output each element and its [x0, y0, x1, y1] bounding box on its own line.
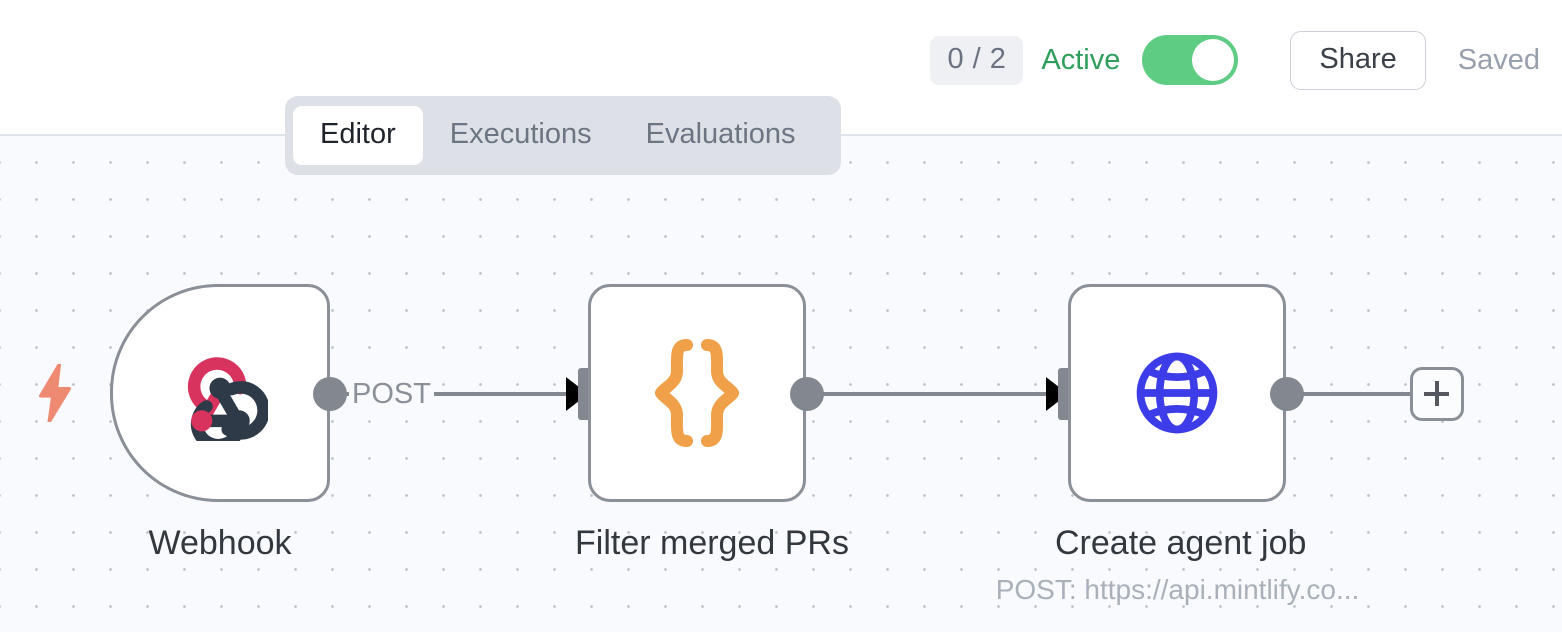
- saved-status-label: Saved: [1457, 43, 1540, 76]
- node-http-label: Create agent job: [1055, 524, 1307, 562]
- edge-filter-http[interactable]: [822, 392, 1054, 396]
- node-http-sublabel: POST: https://api.mintlify.co...: [995, 574, 1360, 605]
- header-actions: 0 / 2 Active Share Saved: [930, 0, 1540, 120]
- curly-braces-icon: [655, 339, 739, 447]
- toggle-knob: [1192, 39, 1235, 81]
- active-status-label: Active: [1041, 43, 1121, 76]
- tab-executions[interactable]: Executions: [449, 118, 592, 150]
- tab-editor[interactable]: Editor: [293, 106, 423, 165]
- node-http-body: [1071, 287, 1283, 499]
- node-filter-output-port[interactable]: [790, 377, 824, 411]
- node-filter-label: Filter merged PRs: [575, 524, 849, 562]
- node-webhook-label: Webhook: [148, 524, 292, 562]
- run-count-badge: 0 / 2: [930, 35, 1024, 85]
- lightning-bolt-icon: [38, 362, 72, 424]
- edge-http-add: [1302, 392, 1412, 396]
- node-http-output-port[interactable]: [1270, 377, 1304, 411]
- node-filter[interactable]: [588, 284, 806, 502]
- node-webhook[interactable]: [110, 284, 330, 502]
- node-http-request[interactable]: [1068, 284, 1286, 502]
- active-toggle[interactable]: [1142, 35, 1239, 85]
- view-tabs: Editor Executions Evaluations: [285, 96, 841, 175]
- tab-evaluations[interactable]: Evaluations: [645, 118, 796, 150]
- share-button[interactable]: Share: [1290, 30, 1426, 90]
- node-webhook-output-port[interactable]: [313, 377, 347, 411]
- flow-graph: Webhook POST Filter merged: [0, 136, 1562, 632]
- webhook-icon: [187, 357, 268, 441]
- edge-webhook-filter-label: POST: [349, 378, 434, 411]
- edge-webhook-filter[interactable]: [345, 392, 573, 396]
- add-node-button[interactable]: [1410, 367, 1464, 421]
- node-webhook-body: [113, 287, 327, 499]
- workflow-canvas[interactable]: Webhook POST Filter merged: [0, 134, 1562, 632]
- node-filter-body: [591, 287, 803, 499]
- globe-icon: [1136, 352, 1218, 434]
